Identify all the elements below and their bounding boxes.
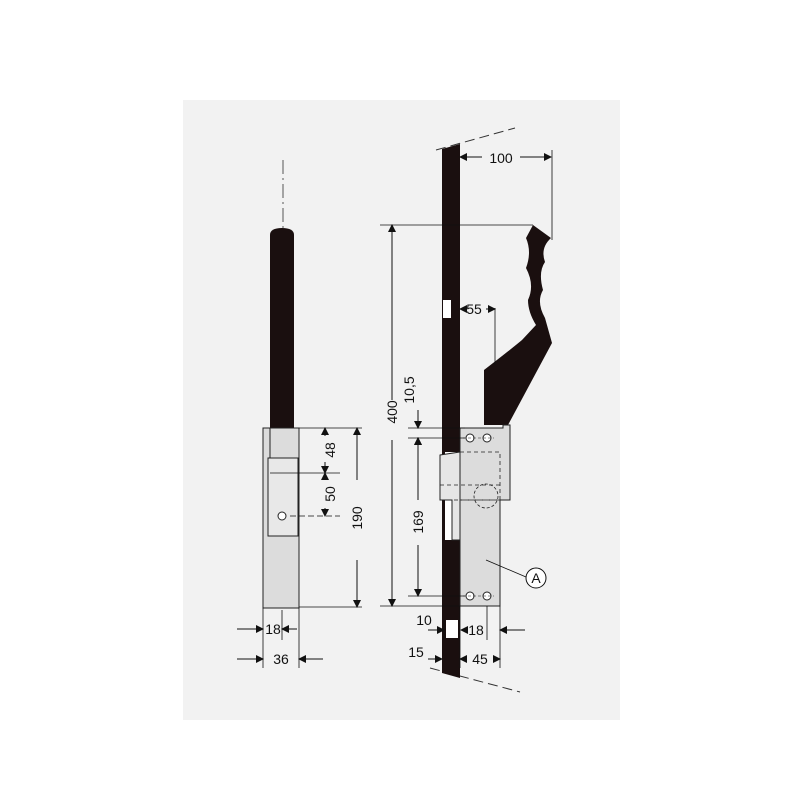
dim-right-15: 15: [408, 644, 424, 660]
dim-left-190: 190: [349, 506, 365, 530]
door-panel: [442, 144, 460, 678]
dim-right-100: 100: [489, 150, 513, 166]
dim-right-10-5: 10,5: [401, 376, 417, 403]
dim-right-18: 18: [468, 622, 484, 638]
handle: [484, 225, 552, 425]
dim-right-55: 55: [466, 301, 482, 317]
dim-right-45: 45: [472, 651, 488, 667]
dim-left-18: 18: [265, 621, 281, 637]
break-line-top: [435, 127, 516, 151]
dim-right-10: 10: [416, 612, 432, 628]
left-slot: [267, 457, 299, 537]
callout-a-circle: [525, 567, 547, 589]
callout-a-label: A: [531, 570, 541, 586]
dim-right-400: 400: [384, 400, 400, 424]
left-hole: [277, 511, 287, 521]
latch-cam: [473, 483, 499, 509]
drawing-background: [183, 100, 620, 720]
left-rod: [270, 228, 294, 430]
dim-left-36: 36: [273, 651, 289, 667]
dim-right-169: 169: [410, 510, 426, 534]
bracket-a: [459, 424, 511, 607]
right-view: A 100 55 400 10,5 169 10 18 15 45: [380, 127, 553, 693]
dim-left-50: 50: [322, 486, 338, 502]
dim-left-48: 48: [322, 442, 338, 458]
left-view: 48 50 190 18 36: [237, 160, 365, 668]
strip-opening-1: [443, 300, 451, 318]
